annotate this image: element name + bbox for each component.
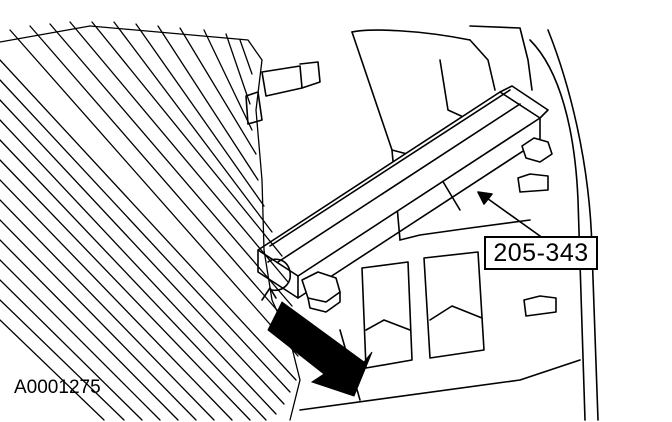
bolt-head-right [521,137,553,163]
callout-arrowhead [477,191,493,205]
stud-fastener-right [517,173,557,317]
special-tool-bar [257,85,549,299]
arrow-icon [267,301,373,397]
stud-fastener-top [245,61,321,125]
tool-callout-label: 205-343 [484,236,598,270]
radiator-fins [0,21,301,421]
lower-pockets [361,251,485,369]
tool-number: 205-343 [493,238,589,267]
bolt-head-left [301,271,341,313]
figure-id-label: A0001275 [14,377,101,398]
